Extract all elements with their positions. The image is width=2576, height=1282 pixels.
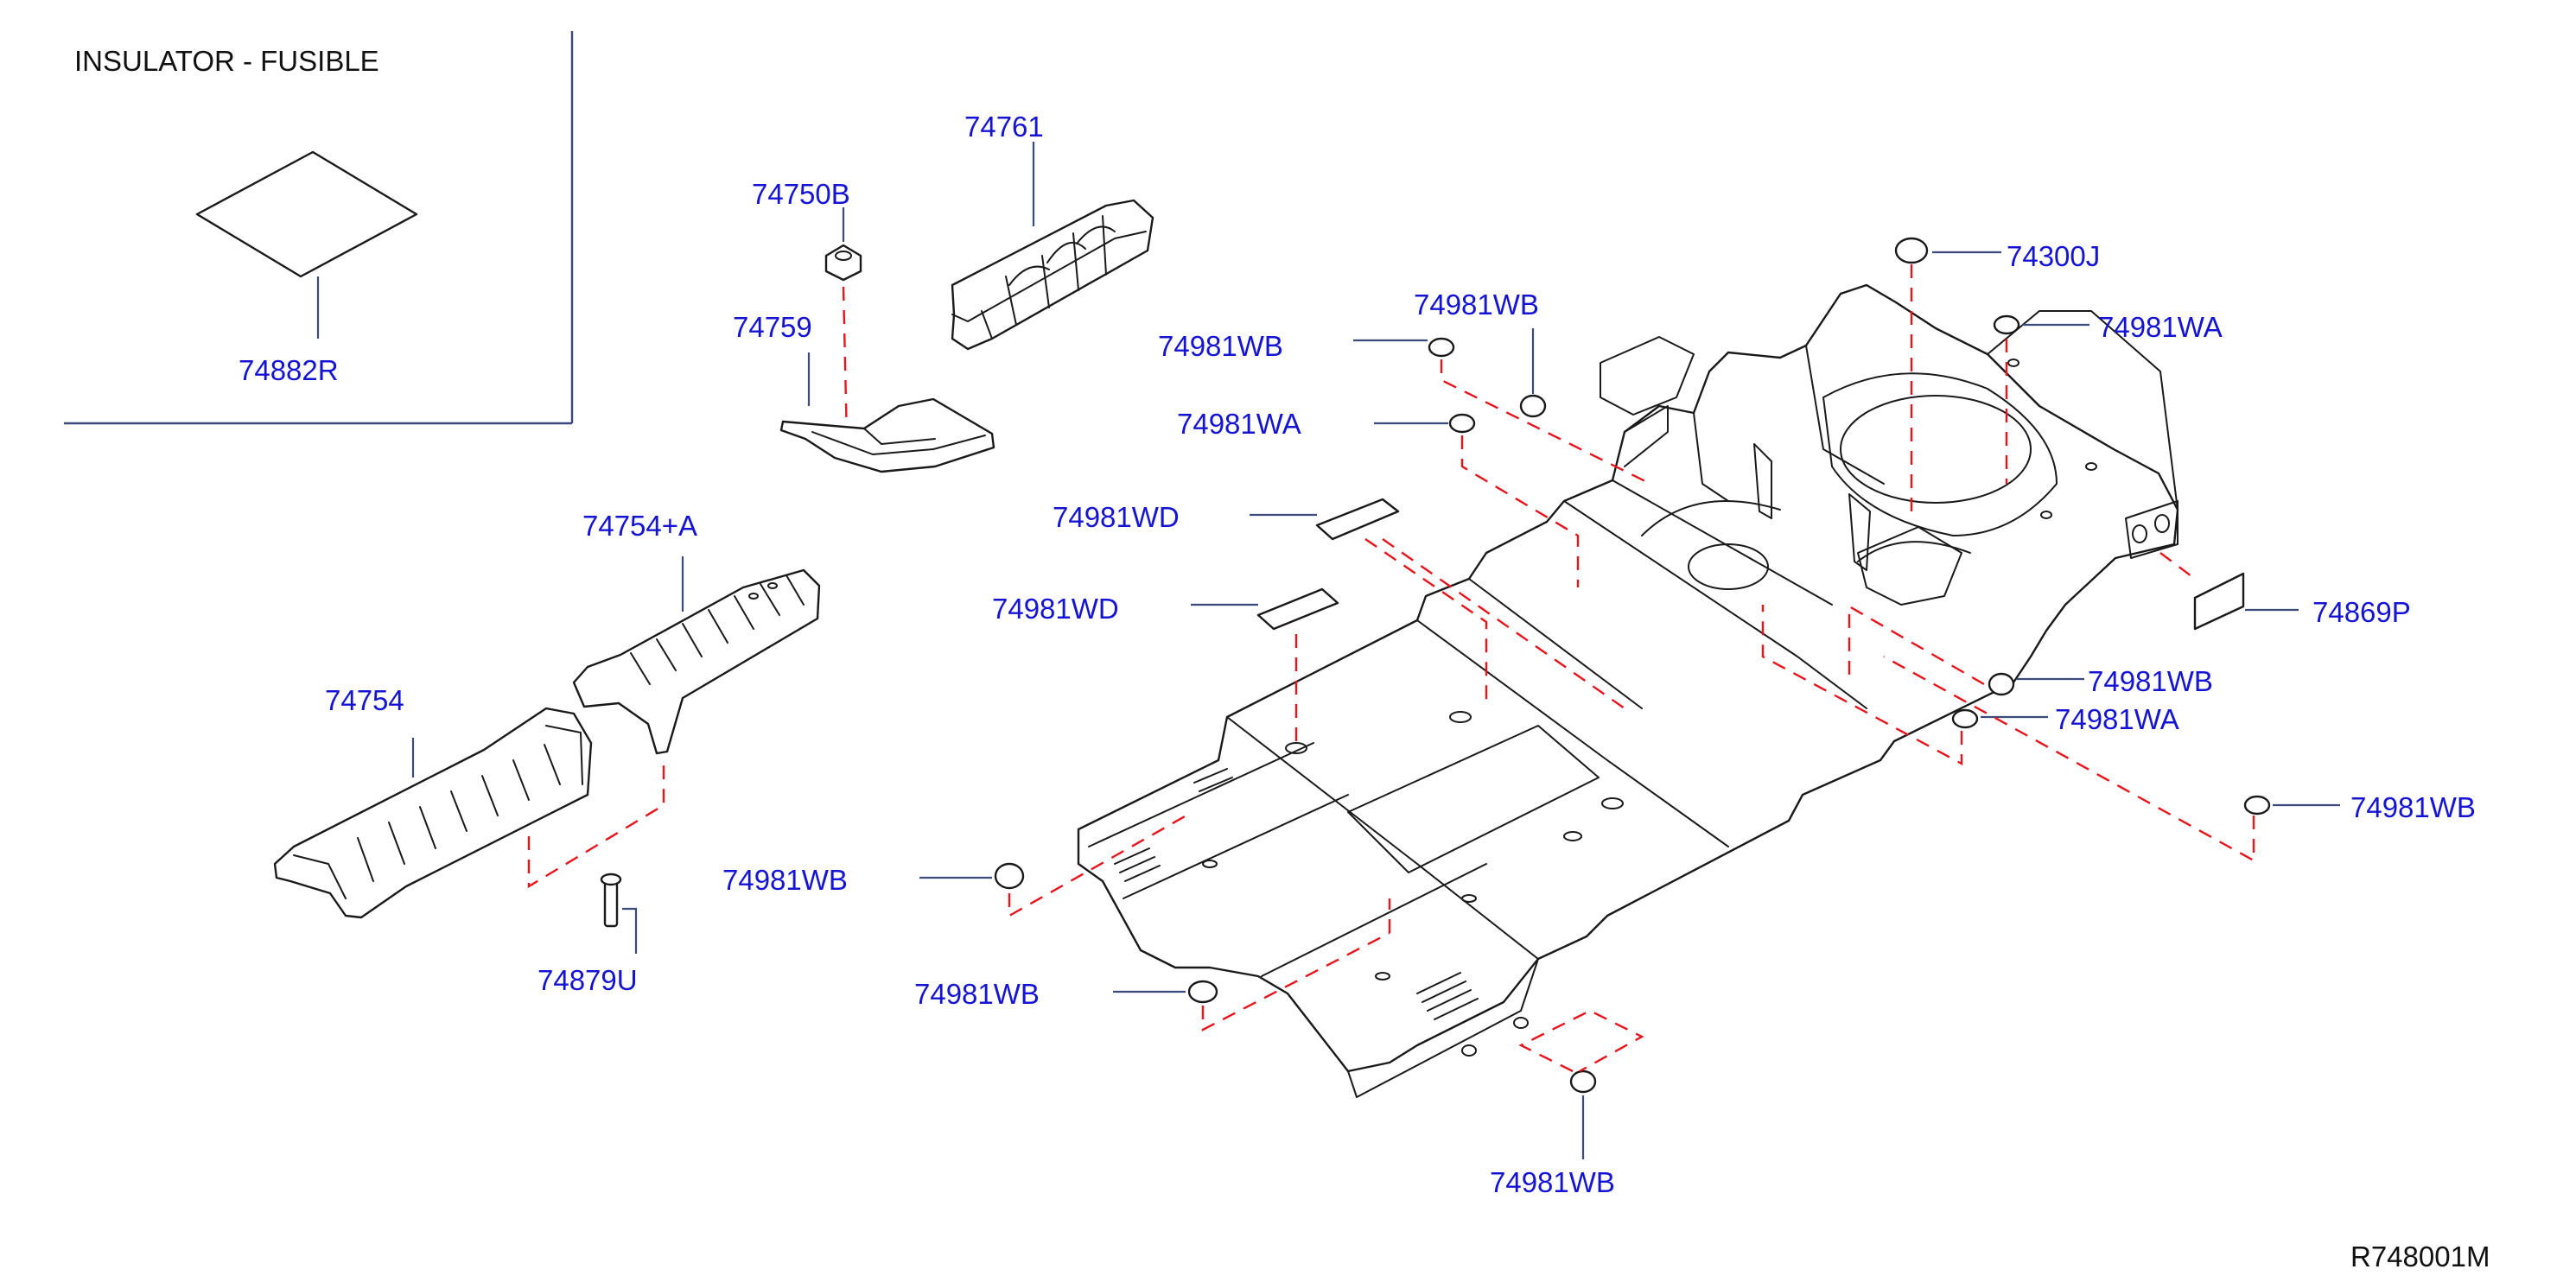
assembly-line bbox=[1761, 604, 1985, 766]
clip-74879U: 74879U bbox=[537, 873, 638, 996]
callout-74981WB-2: 74981WB bbox=[1414, 289, 1539, 320]
callout-74761: 74761 bbox=[964, 111, 1044, 143]
fusible-insulator-sheet bbox=[195, 150, 418, 278]
callout-74759: 74759 bbox=[733, 311, 812, 343]
callout-74981WB-1: 74981WB bbox=[1158, 330, 1283, 362]
assembly-line bbox=[842, 286, 849, 441]
plug-74981WA-right: 74981WA bbox=[1993, 311, 2223, 343]
callout-74879U: 74879U bbox=[537, 964, 638, 996]
plug-74981WB-right1: 74981WB bbox=[1988, 665, 2213, 697]
callout-74981WD-1: 74981WD bbox=[1053, 501, 1180, 533]
callout-74981WB-3: 74981WB bbox=[2088, 665, 2213, 697]
reference-code: R748001M bbox=[2350, 1241, 2490, 1272]
inset-title: INSULATOR - FUSIBLE bbox=[74, 45, 379, 77]
nut-74750B: 74750B bbox=[752, 178, 862, 282]
assembly-line bbox=[1008, 810, 1193, 918]
plug-74981WA-right2: 74981WA bbox=[1951, 703, 2179, 735]
callout-74981WB-7: 74981WB bbox=[1490, 1166, 1615, 1198]
plug-74981WB-bottomleft: 74981WB bbox=[914, 978, 1218, 1010]
assembly-line bbox=[1201, 898, 1391, 1031]
heat-insulator-74754: 74754 bbox=[273, 684, 593, 919]
callout-74754: 74754 bbox=[325, 684, 404, 716]
plug-74981WA-left: 74981WA bbox=[1177, 408, 1476, 440]
assembly-line bbox=[527, 760, 665, 889]
pad-74869P: 74869P bbox=[2193, 572, 2411, 631]
assembly-line bbox=[1440, 359, 1651, 587]
callout-74869P: 74869P bbox=[2312, 596, 2411, 628]
callout-74981WB-5: 74981WB bbox=[722, 864, 848, 896]
callout-74981WA-3: 74981WA bbox=[2055, 703, 2179, 735]
pad-74981WD-upper: 74981WD bbox=[1053, 498, 1400, 541]
heat-insulator-74761: 74761 bbox=[951, 111, 1154, 351]
assembly-line bbox=[1364, 538, 1625, 709]
callout-74300J: 74300J bbox=[2007, 240, 2100, 272]
callout-74754A: 74754+A bbox=[582, 510, 697, 542]
assembly-line bbox=[1518, 1009, 1644, 1073]
callout-74981WA-1: 74981WA bbox=[1177, 408, 1301, 440]
callout-74882R: 74882R bbox=[239, 354, 339, 386]
callout-74981WB-6: 74981WB bbox=[914, 978, 1040, 1010]
floor-panel bbox=[1077, 283, 2179, 1098]
heat-insulator-74759: 74759 bbox=[733, 311, 995, 473]
callout-74981WA-2: 74981WA bbox=[2098, 311, 2223, 343]
plug-74981WB-top: 74981WB bbox=[1158, 330, 1455, 362]
callout-74981WB-4: 74981WB bbox=[2350, 791, 2476, 823]
plug-74300J: 74300J bbox=[1894, 237, 2100, 272]
plug-74981WB-bottom: 74981WB bbox=[1490, 1069, 1615, 1198]
assembly-line bbox=[2159, 552, 2196, 580]
plug-74981WB-upper: 74981WB bbox=[1414, 289, 1547, 418]
pad-74981WD-lower: 74981WD bbox=[992, 587, 1339, 631]
callout-74981WD-2: 74981WD bbox=[992, 593, 1119, 625]
plug-74981WB-left: 74981WB bbox=[722, 862, 1025, 896]
callout-74750B: 74750B bbox=[752, 178, 850, 210]
inset-panel: INSULATOR - FUSIBLE 74882R bbox=[64, 31, 574, 425]
plug-74981WB-right2: 74981WB bbox=[2243, 791, 2476, 823]
heat-insulator-74754A: 74754+A bbox=[572, 510, 821, 755]
